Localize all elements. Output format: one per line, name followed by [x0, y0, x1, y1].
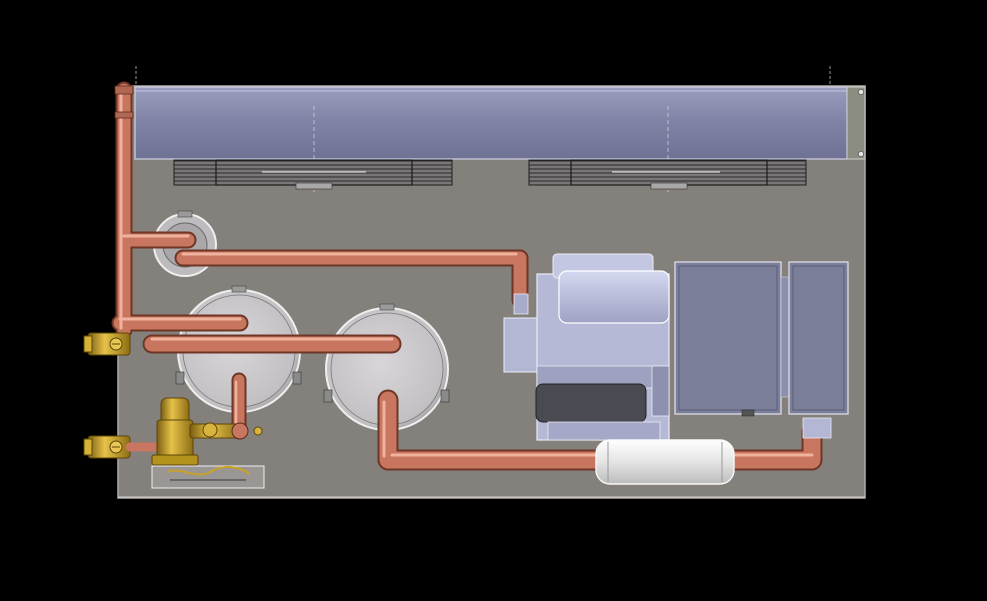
condenser-fan-right: [528, 159, 807, 190]
electrical-box-left: [674, 261, 782, 417]
compressor: [503, 253, 670, 441]
filter-drier-bracket: [151, 465, 265, 489]
condenser-fan-left: [173, 159, 453, 190]
service-valve-lower: [83, 435, 165, 459]
oil-separator: [595, 439, 735, 485]
service-valve-upper: [83, 332, 131, 356]
solenoid-valve: [151, 397, 263, 466]
electrical-box-right: [780, 261, 849, 415]
